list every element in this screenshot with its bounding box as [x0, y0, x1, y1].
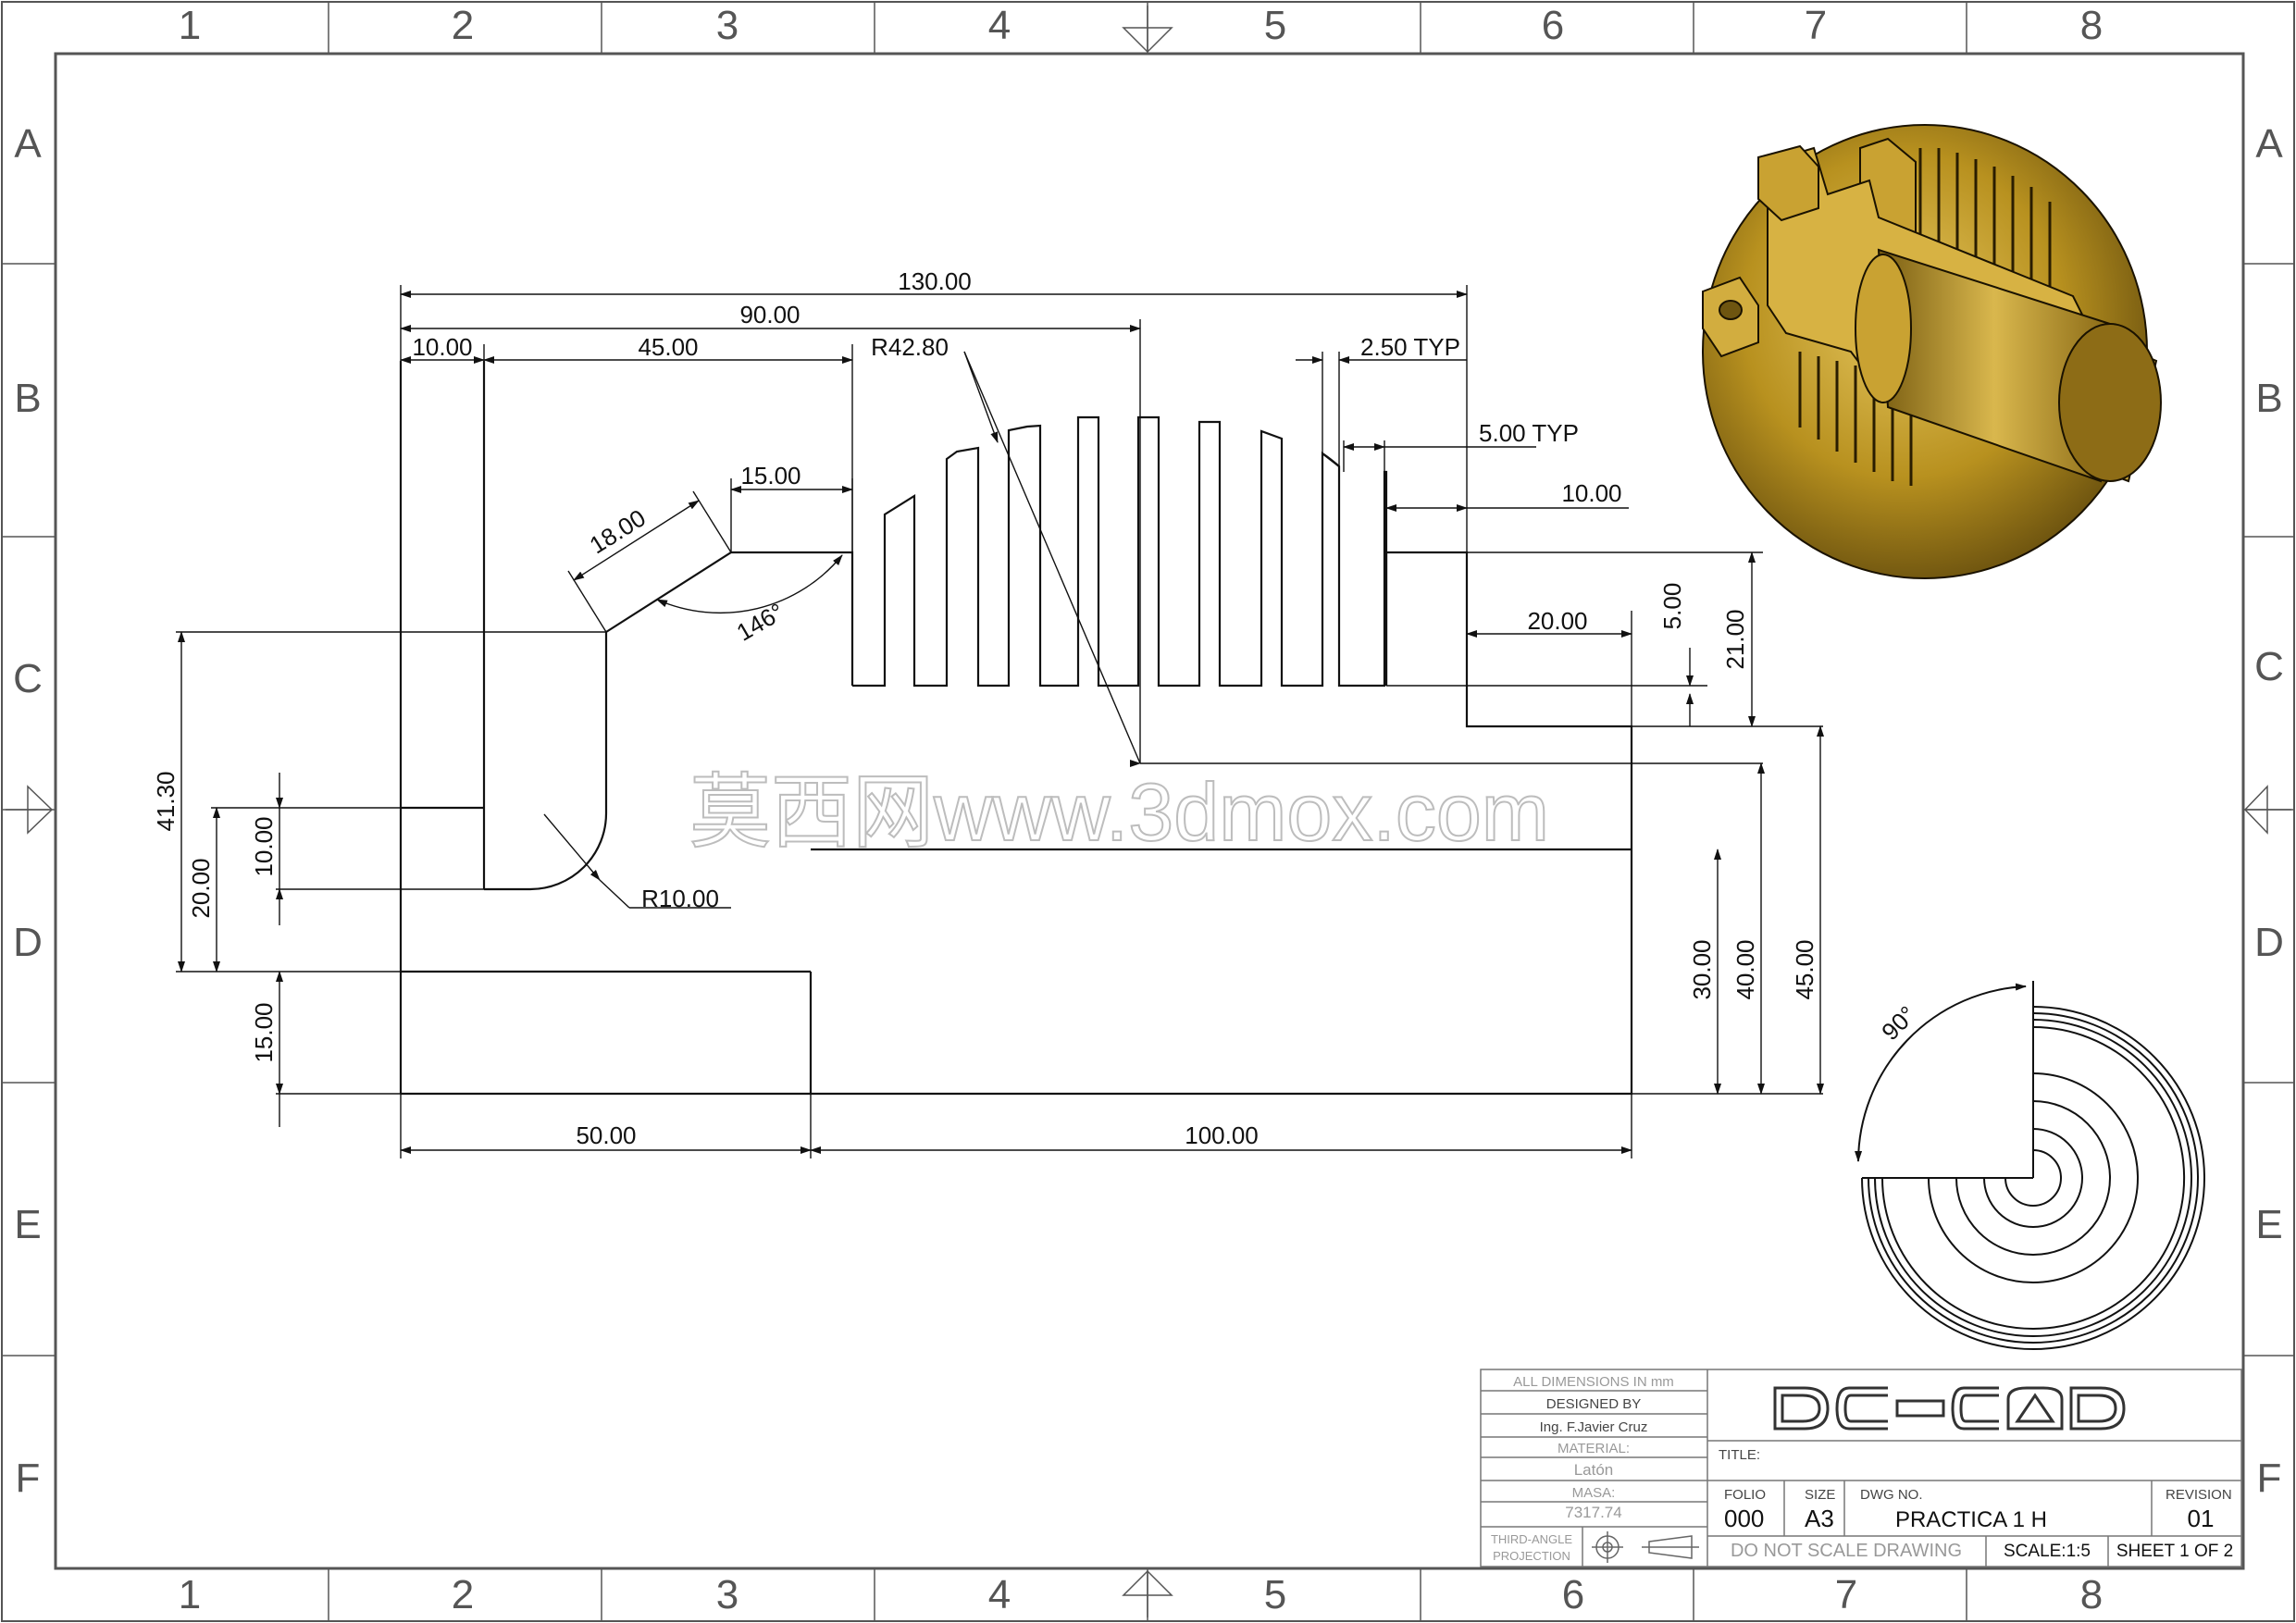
dim-r10: R10.00: [641, 885, 719, 912]
zone-row-F-right: F: [2257, 1456, 2282, 1501]
dim-r42: R42.80: [871, 333, 949, 361]
dim-90-deg: 90°: [1876, 1000, 1921, 1046]
dim-130: 130.00: [898, 267, 972, 295]
zone-row-C-right: C: [2254, 644, 2284, 689]
zone-col-3: 3: [716, 3, 738, 48]
title-block: [1480, 1369, 2242, 1567]
zone-labels: 1 2 3 4 5 6 7 8 1 2 3 4 5 6 7 8 A B C D …: [13, 3, 2284, 1617]
zone-col-1: 1: [179, 3, 201, 48]
size-value: A3: [1805, 1505, 1834, 1532]
zone-col-1-bottom: 1: [179, 1572, 201, 1617]
zone-col-4-bottom: 4: [988, 1572, 1011, 1617]
dim-50: 50.00: [576, 1121, 636, 1149]
dc-cad-logo: [1773, 1386, 2126, 1431]
zone-col-4: 4: [988, 3, 1011, 48]
dim-41-3: 41.30: [152, 771, 180, 831]
dim-5-typ: 5.00 TYP: [1479, 419, 1579, 447]
dim-10-left: 10.00: [412, 333, 472, 361]
dim-15-vert: 15.00: [250, 1002, 278, 1062]
dim-45-vert: 45.00: [1791, 939, 1818, 999]
dim-20-right: 20.00: [1527, 607, 1587, 635]
dim-90: 90.00: [739, 301, 800, 328]
zone-row-E: E: [14, 1202, 41, 1247]
zone-col-3-bottom: 3: [716, 1572, 738, 1617]
zone-col-6-bottom: 6: [1562, 1572, 1584, 1617]
dim-10-vert: 10.00: [250, 816, 278, 876]
no-scale-note: DO NOT SCALE DRAWING: [1731, 1541, 1962, 1561]
mass-label: MASA:: [1572, 1485, 1616, 1501]
zone-col-7-bottom: 7: [1835, 1572, 1857, 1617]
folio-label: FOLIO: [1724, 1487, 1766, 1503]
zone-col-6: 6: [1542, 3, 1564, 48]
zone-col-8-bottom: 8: [2080, 1572, 2103, 1617]
zone-col-2-bottom: 2: [452, 1572, 474, 1617]
zone-row-D: D: [13, 920, 43, 965]
zone-row-D-right: D: [2254, 920, 2284, 965]
dim-146: 146°: [732, 598, 789, 647]
zone-row-A: A: [14, 121, 42, 167]
isometric-render: [1702, 124, 2162, 579]
dim-30: 30.00: [1688, 939, 1716, 999]
zone-row-F: F: [16, 1456, 41, 1501]
mass-value: 7317.74: [1565, 1504, 1621, 1521]
folio-value: 000: [1724, 1505, 1764, 1532]
material-label: MATERIAL:: [1558, 1441, 1630, 1456]
dim-10-right: 10.00: [1561, 479, 1621, 507]
end-view: [1855, 981, 2205, 1351]
dim-15: 15.00: [740, 462, 800, 489]
projection-symbol-icon: [1592, 1531, 1699, 1563]
zone-row-B: B: [14, 376, 41, 421]
zone-col-5-bottom: 5: [1264, 1572, 1286, 1617]
zone-row-B-right: B: [2255, 376, 2282, 421]
projection-line-2: PROJECTION: [1493, 1549, 1570, 1563]
dimension-lines: [176, 285, 1824, 1158]
title-label: TITLE:: [1719, 1447, 1760, 1463]
material-value: Latón: [1574, 1461, 1614, 1479]
all-dimensions-note: ALL DIMENSIONS IN mm: [1513, 1374, 1674, 1390]
dim-40: 40.00: [1731, 939, 1759, 999]
zone-col-5: 5: [1264, 3, 1286, 48]
dim-20-left: 20.00: [187, 858, 215, 918]
dim-45: 45.00: [638, 333, 698, 361]
part-profile: [399, 361, 1633, 1096]
scale-value: SCALE:1:5: [2004, 1542, 2091, 1561]
zone-col-2: 2: [452, 3, 474, 48]
revision-value: 01: [2188, 1505, 2215, 1532]
dwg-no-label: DWG NO.: [1860, 1487, 1923, 1503]
dim-21: 21.00: [1721, 609, 1749, 669]
designer-name: Ing. F.Javier Cruz: [1540, 1419, 1648, 1435]
dim-100: 100.00: [1185, 1121, 1259, 1149]
revision-label: REVISION: [2166, 1487, 2232, 1503]
zone-row-E-right: E: [2255, 1202, 2282, 1247]
designed-by-label: DESIGNED BY: [1546, 1396, 1642, 1412]
dwg-no-value: PRACTICA 1 H: [1895, 1507, 2047, 1532]
zone-row-C: C: [13, 656, 43, 701]
zone-col-8: 8: [2080, 3, 2103, 48]
dim-18: 18.00: [585, 503, 651, 559]
zone-row-A-right: A: [2255, 121, 2283, 167]
size-label: SIZE: [1805, 1487, 1835, 1503]
projection-line-1: THIRD-ANGLE: [1491, 1532, 1572, 1546]
watermark: 莫西网www.3dmox.com: [689, 766, 1549, 858]
sheet-value: SHEET 1 OF 2: [2116, 1542, 2233, 1561]
zone-col-7: 7: [1805, 3, 1827, 48]
dim-2-5-typ: 2.50 TYP: [1360, 333, 1460, 361]
dim-5-vert: 5.00: [1658, 583, 1686, 630]
